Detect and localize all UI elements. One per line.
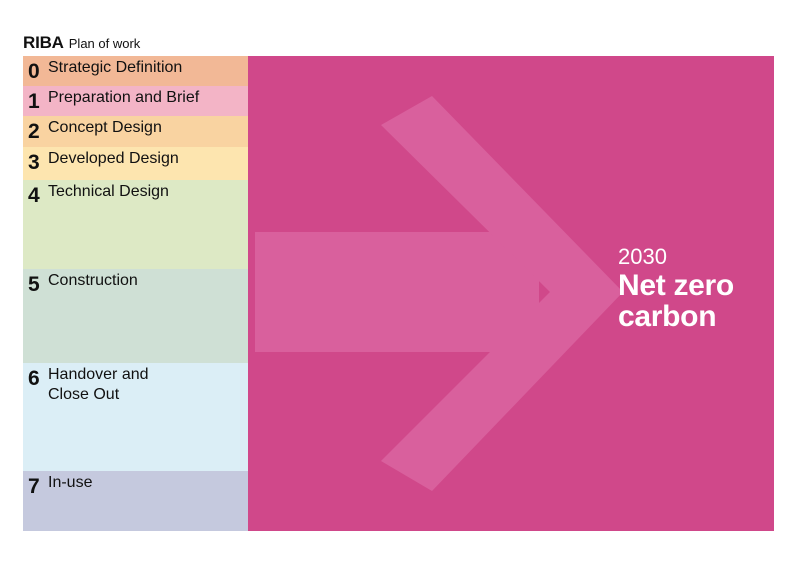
stage-label: Strategic Definition (48, 59, 183, 76)
stage-0: 0 Strategic Definition (23, 56, 248, 86)
stage-number: 7 (28, 475, 40, 498)
stage-number: 1 (28, 90, 40, 113)
riba-brand: RIBA (23, 33, 64, 52)
stage-number: 5 (28, 273, 40, 296)
target-goal: Net zero carbon (618, 269, 734, 333)
stage-5: 5 Construction (23, 269, 248, 363)
plan-of-work-header: RIBA Plan of work (23, 33, 140, 55)
stage-list: 0 Strategic Definition 1 Preparation and… (23, 56, 248, 531)
stage-label: Handover and Close Out (48, 366, 149, 403)
stage-number: 6 (28, 367, 40, 390)
stage-label: In-use (48, 474, 93, 491)
target-year: 2030 (618, 244, 667, 269)
stage-2: 2 Concept Design (23, 116, 248, 147)
net-zero-target: 2030 Net zero carbon (618, 244, 734, 332)
stage-3: 3 Developed Design (23, 147, 248, 180)
panel-graphic (248, 56, 774, 531)
stage-6: 6 Handover and Close Out (23, 363, 248, 471)
plan-of-work-subtitle: Plan of work (68, 36, 141, 51)
stage-1: 1 Preparation and Brief (23, 86, 248, 116)
stage-4: 4 Technical Design (23, 180, 248, 269)
stage-label: Developed Design (48, 150, 179, 167)
stage-number: 3 (28, 151, 40, 174)
stage-label: Construction (48, 272, 138, 289)
stage-label: Technical Design (48, 183, 169, 200)
stage-number: 2 (28, 120, 40, 143)
stage-label: Concept Design (48, 119, 162, 136)
right-arrow-icon (255, 96, 623, 491)
net-zero-panel (248, 56, 774, 531)
stage-7: 7 In-use (23, 471, 248, 531)
stage-number: 0 (28, 60, 40, 83)
stage-number: 4 (28, 184, 40, 207)
stage-label: Preparation and Brief (48, 89, 200, 106)
